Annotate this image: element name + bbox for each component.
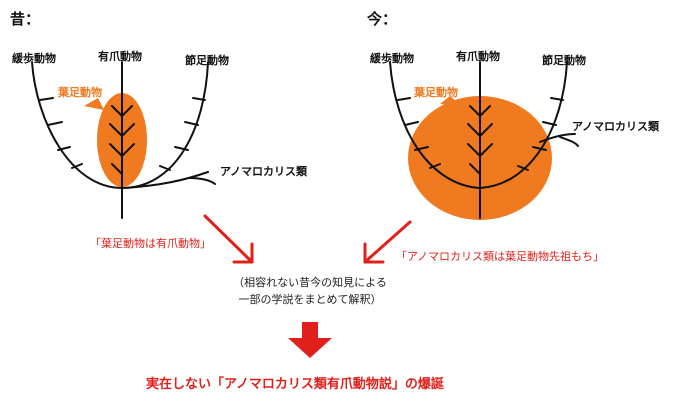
present-left-tick (429, 163, 441, 169)
past-center-tick (121, 123, 135, 137)
past-label-onychophorans: 有爪動物 (98, 50, 142, 63)
present-label-anomalocaris: アノマロカリス類 (572, 120, 660, 133)
past-label-lobopod: 葉足動物 (58, 86, 102, 99)
past-tree-trunk-right (121, 61, 209, 189)
past-center-tick (121, 143, 135, 157)
right-arrow (363, 220, 412, 264)
past-anomalocaris-branch (121, 171, 209, 189)
past-right-tick (184, 121, 199, 126)
note-line-1: （相容れない昔今の知見による (233, 276, 387, 289)
present-right-tick (550, 97, 564, 101)
present-center-tick (467, 123, 481, 137)
past-right-tick (174, 146, 189, 151)
present-tree (389, 61, 579, 220)
present-center-tick (469, 105, 481, 117)
present-anomalocaris-branch-fork (559, 136, 579, 147)
past-label-arthropods: 節足動物 (185, 54, 229, 67)
past-center-tick (121, 105, 133, 117)
left-arrow-head (232, 242, 254, 264)
left-arrow (203, 214, 254, 264)
past-tree (31, 61, 216, 219)
present-caption: 「アノマロカリス類は葉足動物先祖もち」 (396, 250, 605, 263)
past-center-tick (111, 163, 123, 175)
present-center-tick (479, 105, 491, 117)
present-center-tick (479, 123, 493, 137)
past-anomalocaris-branch-fork (189, 177, 216, 185)
past-center-tick (109, 123, 123, 137)
present-speech-tail (440, 96, 462, 106)
present-right-tick (517, 165, 529, 171)
past-center-tick (109, 143, 123, 157)
past-right-tick (159, 165, 171, 171)
past-header: 昔： (10, 10, 41, 28)
present-center-tick (479, 143, 493, 157)
present-header: 今： (367, 10, 398, 28)
past-center-tick (111, 105, 123, 117)
conclusion-text: 実在しない「アノマロカリス類有爪動物説」の爆誕 (146, 377, 444, 392)
present-label-lobopod: 葉足動物 (414, 86, 458, 99)
past-left-tick (71, 163, 83, 169)
right-arrow-head (363, 242, 385, 264)
past-label-lobopodians: 緩歩動物 (12, 52, 56, 65)
present-right-tick (542, 121, 557, 126)
past-left-tick (57, 146, 71, 151)
present-left-tick (397, 97, 411, 101)
past-tree-trunk-left (31, 61, 123, 189)
present-center-tick (469, 163, 481, 175)
present-left-tick (414, 146, 429, 151)
present-center-tick (467, 143, 481, 157)
past-right-tick (192, 97, 206, 101)
down-arrow (288, 322, 332, 358)
present-label-arthropods: 節足動物 (542, 54, 586, 67)
present-anomalocaris-branch (539, 133, 576, 143)
past-left-tick (47, 121, 63, 126)
present-left-tick (404, 121, 419, 126)
present-right-tick (532, 146, 547, 151)
present-label-lobopodians: 緩歩動物 (370, 52, 414, 65)
present-label-onychophorans: 有爪動物 (456, 50, 500, 63)
past-label-anomalocaris: アノマロカリス類 (220, 165, 308, 178)
past-left-tick (39, 97, 54, 101)
explanatory-note: （相容れない昔今の知見による 一部の学説をまとめて解釈） (210, 274, 410, 308)
note-line-2: 一部の学説をまとめて解釈） (238, 293, 382, 306)
past-speech-tail (84, 98, 104, 110)
past-caption: 「葉足動物は有爪動物」 (90, 237, 211, 250)
